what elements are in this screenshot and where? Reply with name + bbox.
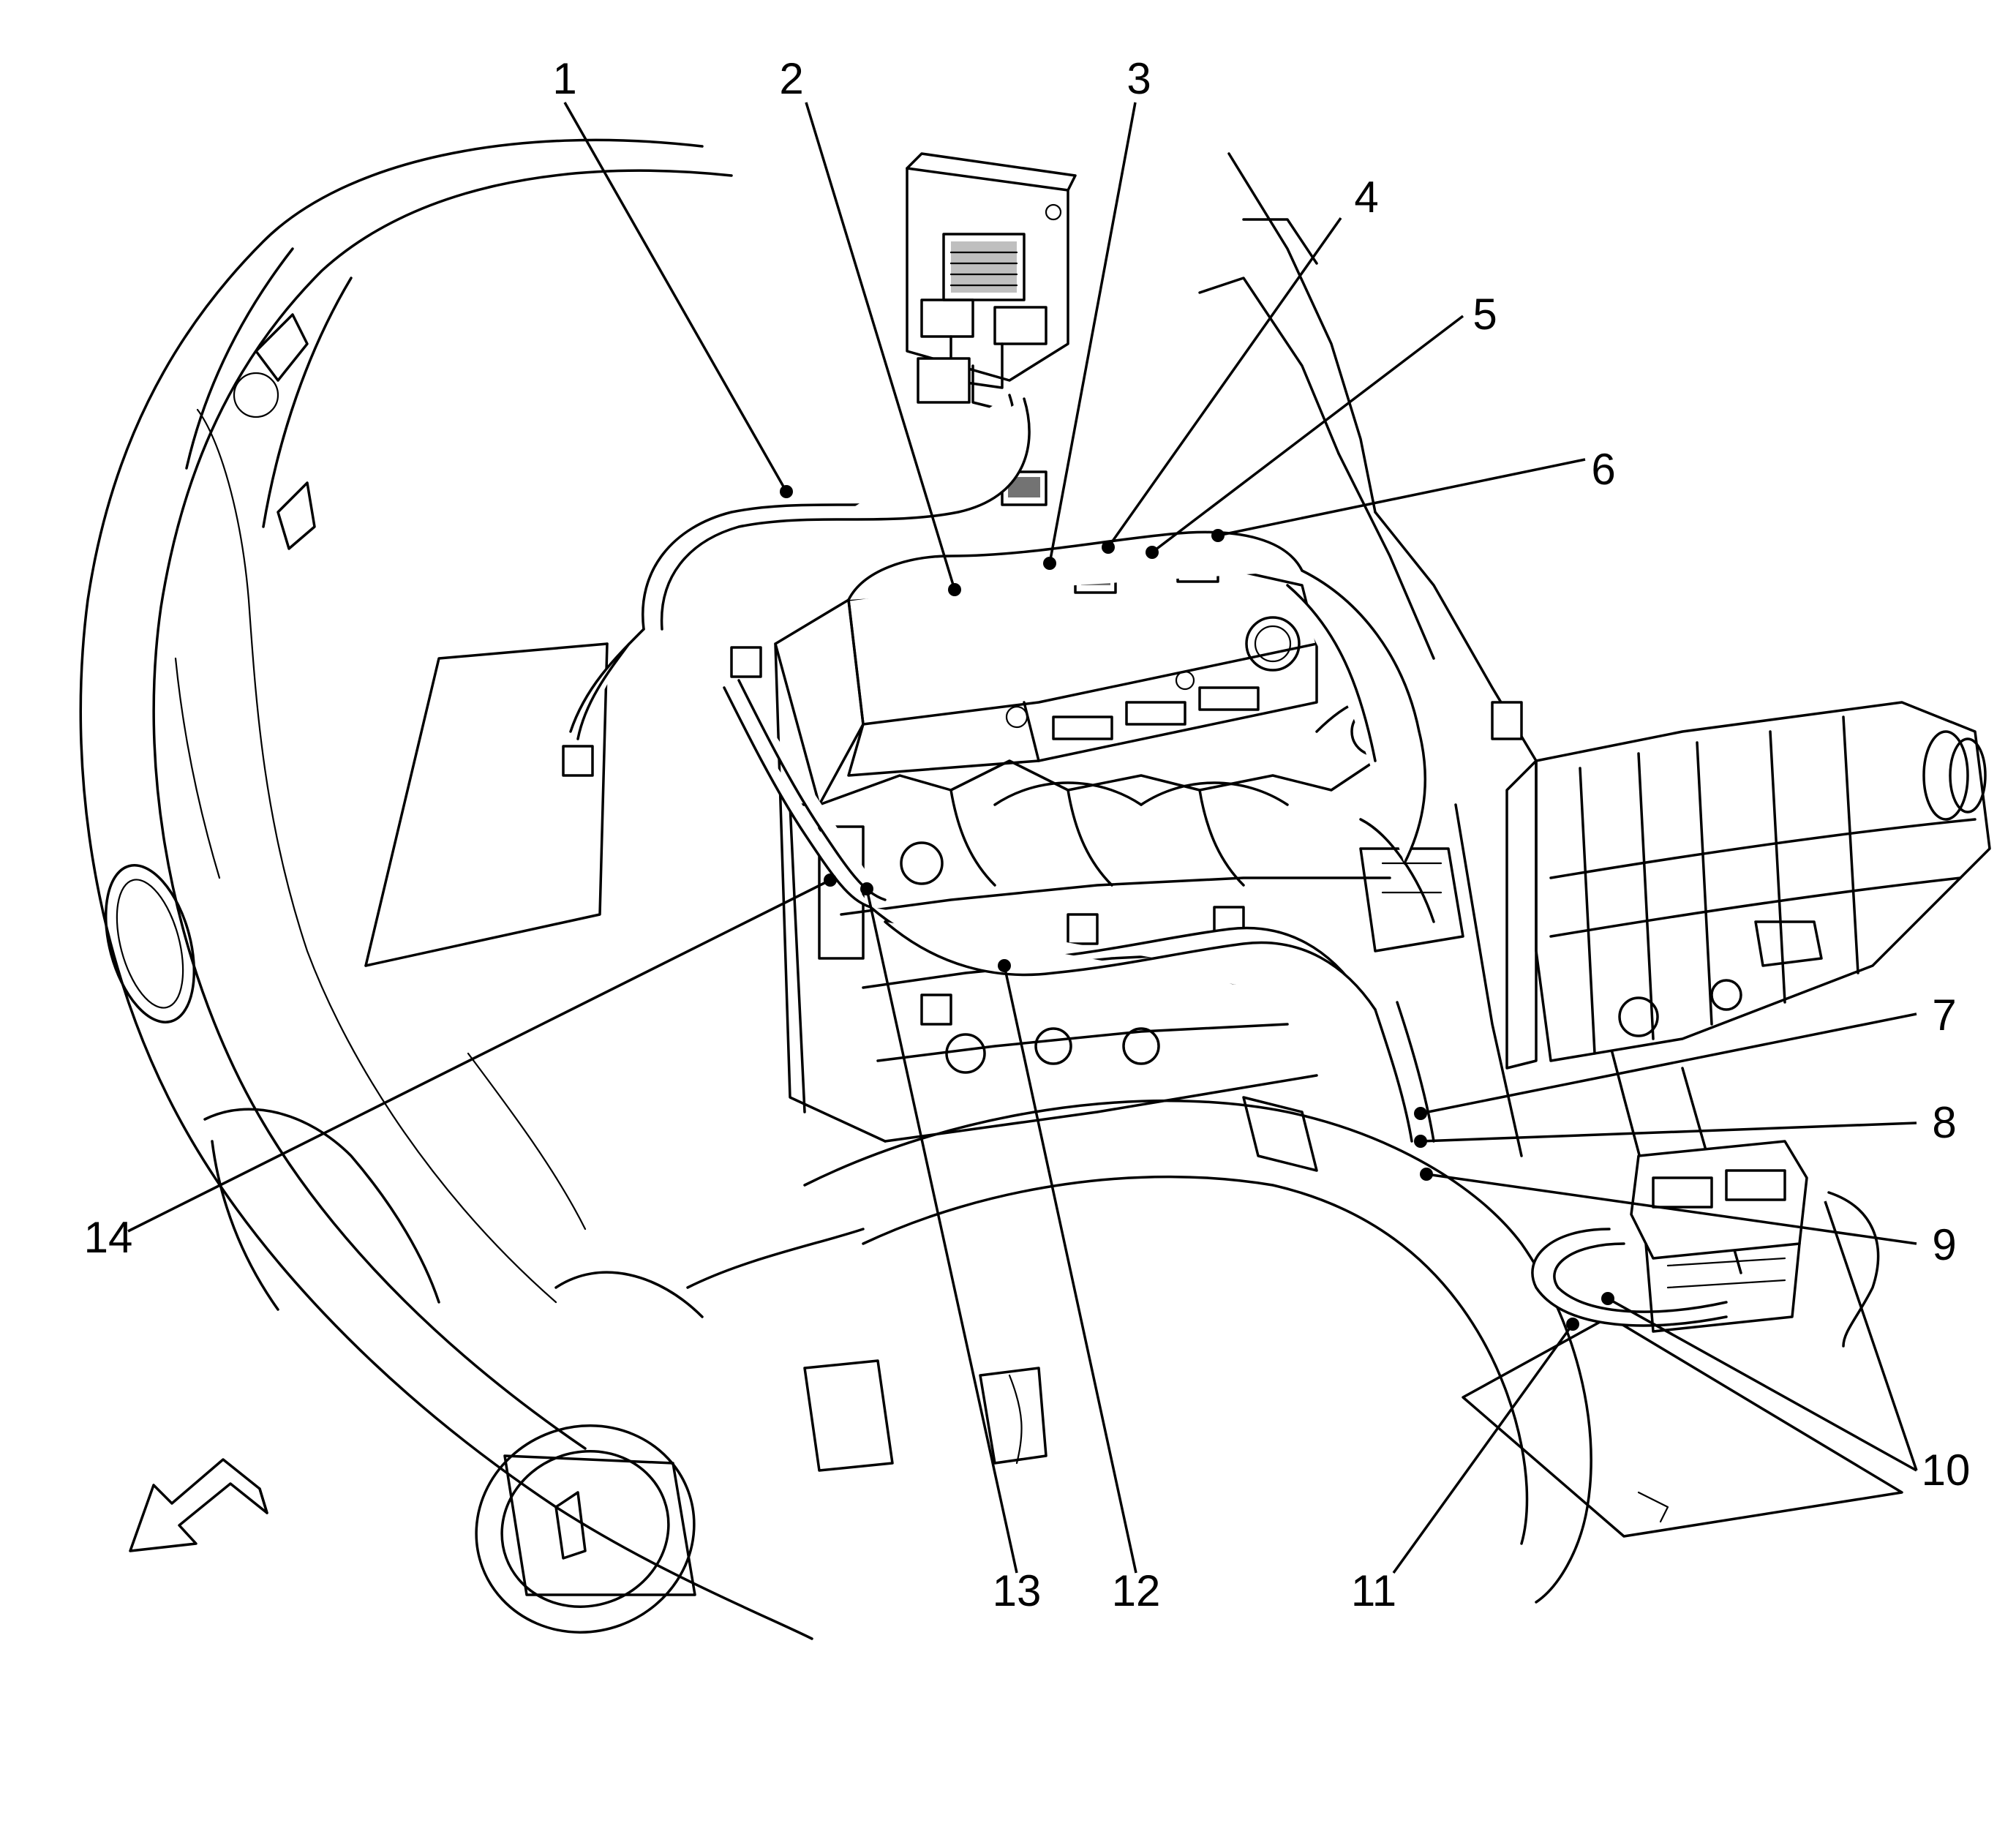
leader-12 — [1003, 965, 1137, 1574]
leader-14 — [127, 879, 831, 1233]
leader-3 — [1048, 102, 1137, 564]
leader-4 — [1107, 217, 1342, 549]
wheelhouse-liner — [803, 1096, 1903, 1604]
callout-12: 12 — [1112, 1566, 1161, 1615]
callout-2: 2 — [779, 54, 803, 103]
leader-10b — [1824, 1201, 1918, 1471]
wiring-harness — [569, 394, 1880, 1348]
callout-14: 14 — [84, 1213, 133, 1262]
transmission-control-module — [1630, 1140, 1808, 1333]
leader-13 — [865, 888, 1018, 1574]
callout-6: 6 — [1591, 445, 1615, 494]
callout-5: 5 — [1472, 290, 1497, 339]
callout-3: 3 — [1127, 54, 1151, 103]
callout-13: 13 — [993, 1566, 1042, 1615]
leader-endpoints — [780, 485, 1614, 1331]
engine-control-module — [906, 152, 1077, 411]
leader-6 — [1217, 458, 1586, 537]
dash-panel — [1198, 152, 1742, 1274]
front-fascia — [79, 138, 865, 1640]
callout-10: 10 — [1922, 1446, 1971, 1495]
callout-4: 4 — [1354, 173, 1378, 222]
callout-11: 11 — [1351, 1566, 1396, 1615]
front-direction-arrow-icon — [129, 1458, 268, 1552]
leader-5 — [1151, 315, 1464, 554]
leader-10a — [1607, 1297, 1917, 1472]
leader-7 — [1420, 1012, 1917, 1115]
transmission — [1505, 701, 1991, 1070]
leader-1 — [563, 102, 788, 492]
leader-11 — [1392, 1323, 1574, 1574]
callout-8: 8 — [1932, 1098, 1956, 1147]
fog-lamp-bezel — [475, 1424, 696, 1634]
callout-9: 9 — [1932, 1220, 1956, 1269]
ecm-connector-pins — [949, 241, 1018, 293]
leader-8 — [1420, 1121, 1917, 1143]
callout-labels: 1 2 3 4 5 6 7 8 9 10 11 12 13 14 — [84, 54, 1971, 1615]
leader-lines — [127, 102, 1918, 1574]
callout-7: 7 — [1932, 991, 1956, 1040]
leader-2 — [805, 102, 956, 590]
callout-1: 1 — [552, 54, 576, 103]
